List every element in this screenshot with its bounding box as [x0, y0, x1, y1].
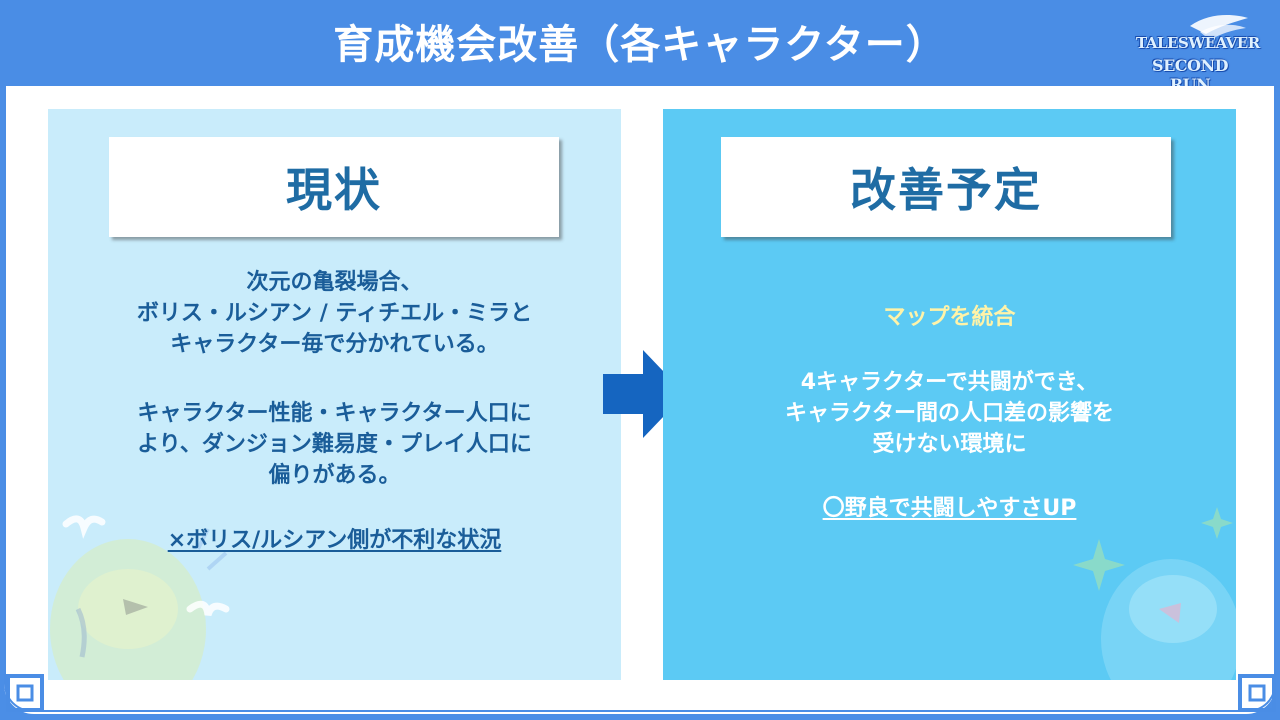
current-heading-box: 現状 — [109, 137, 559, 237]
current-line: より、ダンジョン難易度・プレイ人口に — [137, 432, 532, 457]
crying-bird-mascot — [50, 528, 228, 680]
header-bar — [0, 0, 1280, 88]
current-line: 偏りがある。 — [268, 463, 401, 488]
sobbing-sticker-2 — [186, 600, 230, 617]
current-conclusion-row: ×ボリス/ルシアン側が不利な状況 — [48, 525, 621, 556]
current-state-panel: 現状 次元の亀裂場合、 ボリス・ルシアン / ティチエル・ミラと キャラクター毎… — [48, 109, 621, 680]
right-arrow-icon — [603, 350, 685, 438]
planned-line: 受けない環境に — [872, 432, 1027, 457]
game-logo — [1190, 15, 1248, 40]
current-line: ボリス・ルシアン / ティチエル・ミラと — [136, 301, 533, 326]
current-detail: キャラクター性能・キャラクター人口に より、ダンジョン難易度・プレイ人口に 偏り… — [48, 398, 621, 491]
planned-line: キャラクター間の人口差の影響を — [784, 401, 1115, 426]
planned-highlight-row: マップを統合 — [663, 302, 1236, 333]
planned-improvement-panel: 改善予定 マップを統合 4キャラクターで共闘ができ、 キャラクター間の人口差の影… — [663, 109, 1236, 680]
planned-heading-box: 改善予定 — [721, 137, 1171, 237]
planned-conclusion: 〇野良で共闘しやすさUP — [822, 496, 1077, 521]
current-heading: 現状 — [286, 163, 382, 217]
current-line: キャラクター性能・キャラクター人口に — [137, 401, 532, 426]
current-description: 次元の亀裂場合、 ボリス・ルシアン / ティチエル・ミラと キャラクター毎で分か… — [48, 267, 621, 360]
planned-line: 4キャラクターで共闘ができ、 — [800, 370, 1099, 395]
planned-highlight: マップを統合 — [883, 305, 1016, 330]
planned-conclusion-row: 〇野良で共闘しやすさUP — [663, 493, 1236, 524]
page-title: 育成機会改善（各キャラクター） — [333, 22, 947, 68]
planned-heading: 改善予定 — [850, 163, 1042, 217]
logo-line-1: TALESWEAVER — [1136, 34, 1260, 52]
frame-border — [4, 86, 1276, 712]
current-conclusion: ×ボリス/ルシアン側が不利な状況 — [167, 528, 502, 553]
planned-description: 4キャラクターで共闘ができ、 キャラクター間の人口差の影響を 受けない環境に — [663, 367, 1236, 460]
laughing-bird-mascot — [1073, 507, 1236, 680]
current-line: 次元の亀裂場合、 — [246, 270, 423, 295]
current-line: キャラクター毎で分かれている。 — [170, 332, 499, 357]
